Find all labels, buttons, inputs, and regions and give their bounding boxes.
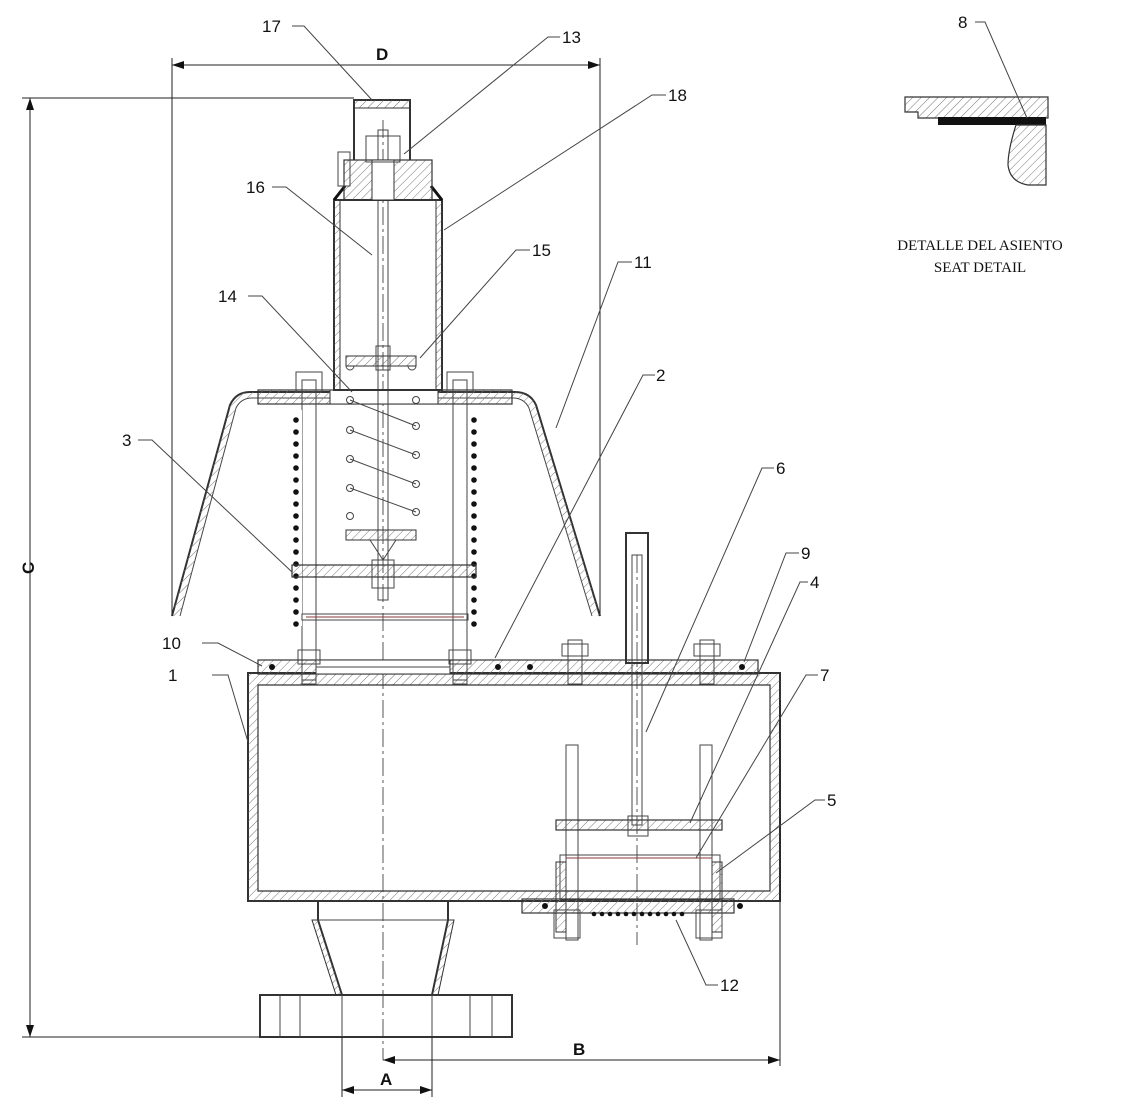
detail-caption-english: SEAT DETAIL (934, 260, 1026, 276)
dimension-lines (22, 58, 781, 1097)
callout-13: 13 (562, 28, 581, 47)
callout-17: 17 (262, 17, 281, 36)
pressure-pallet-assembly (257, 129, 513, 681)
callout-7: 7 (820, 666, 829, 685)
inlet-nozzle (259, 900, 513, 1038)
callout-1: 1 (168, 666, 177, 685)
detail-caption-spanish: DETALLE DEL ASIENTO (897, 238, 1063, 254)
callout-2: 2 (656, 366, 665, 385)
vacuum-pallet-assembly (521, 532, 743, 941)
dimension-a-label: A (380, 1070, 392, 1089)
dimension-b-label: B (573, 1040, 585, 1059)
leader-lines (138, 21, 1028, 986)
weather-hood (171, 391, 601, 617)
callout-6: 6 (776, 459, 785, 478)
callout-labels: 1 2 3 4 5 6 7 8 9 10 11 12 13 14 15 16 1… (122, 13, 967, 995)
callout-18: 18 (668, 86, 687, 105)
bonnet-assembly (332, 99, 444, 391)
callout-11: 11 (634, 253, 652, 272)
dimension-c-label: C (19, 562, 38, 574)
callout-15: 15 (532, 241, 551, 260)
callout-5: 5 (827, 791, 836, 810)
seat-detail-view (904, 96, 1049, 186)
callout-8: 8 (958, 13, 967, 32)
callout-3: 3 (122, 431, 131, 450)
dimension-labels: D C B A (19, 45, 585, 1089)
callout-10: 10 (162, 634, 181, 653)
callout-12: 12 (720, 976, 739, 995)
callout-9: 9 (801, 544, 810, 563)
dimension-d-label: D (376, 45, 388, 64)
callout-16: 16 (246, 178, 265, 197)
callout-4: 4 (810, 573, 819, 592)
callout-14: 14 (218, 287, 237, 306)
